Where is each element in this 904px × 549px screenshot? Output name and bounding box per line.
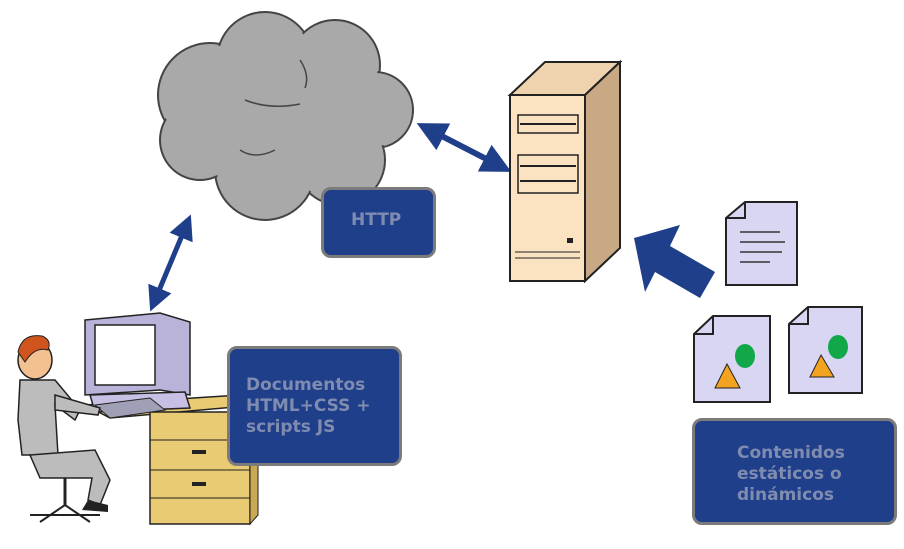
server-content-label: Contenidos estáticos o dinámicos: [692, 418, 897, 525]
arrow-cloud-client: [148, 214, 193, 312]
document-image-icon: [788, 306, 863, 394]
arrow-cloud-server: [416, 123, 512, 172]
arrow-content-to-server: [634, 225, 715, 298]
client-documents-label: Documentos HTML+CSS + scripts JS: [227, 346, 402, 466]
document-text-icon: [725, 201, 798, 286]
cloud-icon: [157, 11, 414, 221]
http-label: HTTP: [321, 187, 436, 258]
document-image-icon: [693, 315, 771, 403]
user-at-computer-icon: [17, 312, 261, 526]
server-icon: [507, 59, 623, 284]
